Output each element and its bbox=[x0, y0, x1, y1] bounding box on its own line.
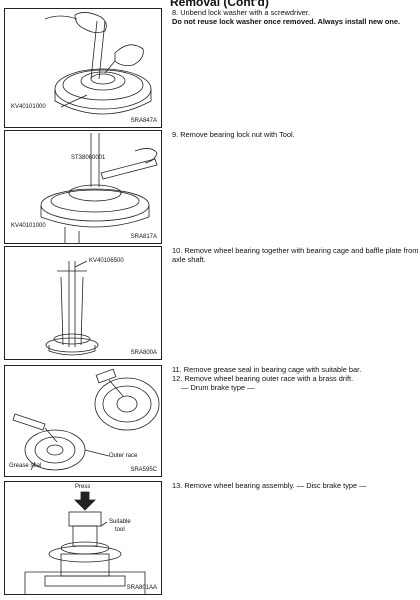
figure-code: SRA800A bbox=[130, 350, 157, 356]
figure-remove-lock-nut: ST38060001 KV40101000 SRA817A bbox=[4, 130, 162, 244]
step-13-text: 13. Remove wheel bearing assembly. — Dis… bbox=[172, 481, 367, 490]
figure-code: SRA817A bbox=[130, 234, 157, 240]
step-8: 8. Unbend lock washer with a screwdriver… bbox=[172, 8, 420, 26]
press-label: Press bbox=[75, 484, 91, 490]
tool-label-st38060001: ST38060001 bbox=[71, 155, 106, 161]
step-10: 10. Remove wheel bearing together with b… bbox=[172, 246, 420, 264]
tool-label-kv40106500: KV40106500 bbox=[89, 258, 124, 264]
step-12-text: 12. Remove wheel bearing outer race with… bbox=[172, 374, 354, 383]
suitable-label: Suitable bbox=[109, 519, 131, 525]
step-9-text: 9. Remove bearing lock nut with Tool. bbox=[172, 130, 295, 139]
step-12-subtext: — Drum brake type — bbox=[181, 383, 255, 392]
bearing-puller-illustration bbox=[45, 260, 99, 356]
figure-remove-wheel-bearing: KV40106500 SRA800A bbox=[4, 246, 162, 360]
tool-label: tool bbox=[115, 527, 125, 533]
steps-11-12: 11. Remove grease seal in bearing cage w… bbox=[172, 365, 420, 392]
figure-code: SRA595C bbox=[130, 467, 157, 473]
step-11-text: 11. Remove grease seal in bearing cage w… bbox=[172, 365, 362, 374]
grease-seal-label: Grease seal bbox=[9, 463, 42, 469]
lock-washer-illustration bbox=[44, 12, 152, 115]
tool-label-kv40101000: KV40101000 bbox=[11, 223, 46, 229]
step-13: 13. Remove wheel bearing assembly. — Dis… bbox=[172, 481, 420, 490]
step-9: 9. Remove bearing lock nut with Tool. bbox=[172, 130, 420, 139]
figure-code: SRA801AA bbox=[126, 585, 157, 591]
step-10-text: 10. Remove wheel bearing together with b… bbox=[172, 246, 419, 264]
figure-remove-bearing-assembly: Press Suitable tool SRA801AA bbox=[4, 481, 162, 595]
tool-label-kv40101000: KV40101000 bbox=[11, 104, 46, 110]
grease-seal-illustration bbox=[12, 368, 160, 471]
figure-remove-grease-seal: Outer race Grease seal SRA595C bbox=[4, 365, 162, 477]
figure-unbend-lock-washer: KV40101000 SRA847A bbox=[4, 8, 162, 128]
step-8-text: 8. Unbend lock washer with a screwdriver… bbox=[172, 8, 311, 17]
lock-nut-illustration bbox=[40, 133, 158, 243]
section-title: Removal (Cont'd) bbox=[170, 0, 269, 9]
press-illustration bbox=[24, 491, 146, 594]
outer-race-label: Outer race bbox=[109, 453, 138, 459]
figure-code: SRA847A bbox=[130, 118, 157, 124]
step-8-warning: Do not reuse lock washer once removed. A… bbox=[172, 17, 401, 26]
